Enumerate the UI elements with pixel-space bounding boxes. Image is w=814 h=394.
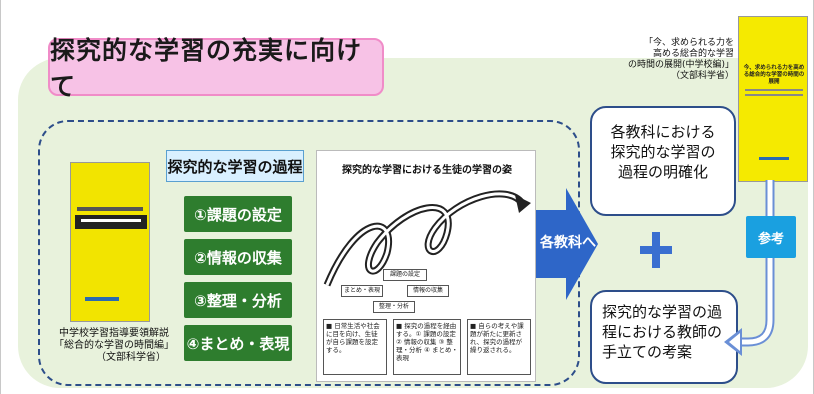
guidebook-caption: 中学校学習指導要領解説 「総合的な学習の時間編」 （文部科学省） xyxy=(48,328,180,364)
step-label: ②情報の収集 xyxy=(194,248,282,267)
curved-arrow-icon xyxy=(724,180,775,356)
reference-badge-text: 参考 xyxy=(757,231,784,247)
step-organize-analyze: ③整理・分析 xyxy=(184,282,292,318)
card-line: 過程の明確化 xyxy=(617,163,708,181)
step-summarize-express: ④まとめ・表現 xyxy=(184,325,292,361)
reference-book-cover-title: 今、求められる力を高める総合的な学習の時間の展開 xyxy=(743,65,805,85)
guidebook-caption-line: （文部科学省） xyxy=(96,352,166,363)
step-label: ③整理・分析 xyxy=(194,291,282,310)
step-label: ④まとめ・表現 xyxy=(186,334,290,353)
cycle-box-analysis: 整理・分析 xyxy=(373,301,415,313)
teacher-support-card: 探究的な学習の過 程における教師の 手立ての考案 xyxy=(590,290,738,384)
step-information-gathering: ②情報の収集 xyxy=(184,239,292,275)
ref-caption-line: 高める総合的な学習 xyxy=(652,49,734,59)
diagram-title: 探究的な学習における生徒の学習の姿 xyxy=(342,165,512,176)
process-heading: 探究的な学習の過程 xyxy=(166,150,304,182)
guidebook-caption-line: 「総合的な学習の時間編」 xyxy=(54,340,174,351)
card-line: 探究的な学習の過 xyxy=(602,303,723,321)
to-each-subject-label: 各教科へ xyxy=(540,235,596,251)
ref-caption-line: （文部科学省） xyxy=(670,71,734,81)
slide-title: 探究的な学習の充実に向けて xyxy=(48,36,384,101)
cycle-box-summary: まとめ・表現 xyxy=(341,285,383,297)
guidebook-caption-line: 中学校学習指導要領解説 xyxy=(59,328,169,339)
ref-caption-line: の時間の展開(中学校編)」 xyxy=(627,60,734,70)
cycle-box-info: 情報の収集 xyxy=(407,285,449,297)
slide-title-text: 探究的な学習の充実に向けて xyxy=(50,36,363,101)
step-label: ①課題の設定 xyxy=(194,205,282,224)
spiral-arrow-graphic xyxy=(323,190,531,287)
plus-icon-vertical xyxy=(652,232,660,268)
learning-cycle-diagram: 探究的な学習における生徒の学習の姿 課題の設定 まとめ・表現 情報の収集 整理・… xyxy=(316,150,536,382)
step-issue-setting: ①課題の設定 xyxy=(184,196,292,232)
info-box-daily-life: ■ 日常生活や社会に目を向け、生徒が自ら課題を設定する。 xyxy=(323,319,387,375)
info-box-process: ■ 探究の過程を経由する。① 課題の設定 ② 情報の収集 ③ 整理・分析 ④ ま… xyxy=(393,319,461,375)
card-line: 手立ての考案 xyxy=(602,343,693,361)
reference-book-caption: 「今、求められる力を 高める総合的な学習 の時間の展開(中学校編)」 （文部科学… xyxy=(610,38,734,82)
card-line: 各教科における xyxy=(610,123,716,141)
info-box-renewal: ■ 自らの考えや課題が新たに更新され、探究の過程が繰り返される。 xyxy=(467,319,531,375)
reference-badge: 参考 xyxy=(746,216,796,258)
cycle-box-issue: 課題の設定 xyxy=(383,269,427,281)
guidebook-cover-image xyxy=(70,162,150,322)
card-line: 探究的な学習の xyxy=(610,143,716,161)
ref-caption-line: 「今、求められる力を xyxy=(643,38,734,48)
reference-book-cover-image: 今、求められる力を高める総合的な学習の時間の展開 xyxy=(738,16,808,182)
process-heading-text: 探究的な学習の過程 xyxy=(167,157,303,176)
card-line: 程における教師の xyxy=(602,323,723,341)
right-arrow-icon xyxy=(536,188,598,300)
clarify-process-card: 各教科における 探究的な学習の 過程の明確化 xyxy=(590,106,736,216)
